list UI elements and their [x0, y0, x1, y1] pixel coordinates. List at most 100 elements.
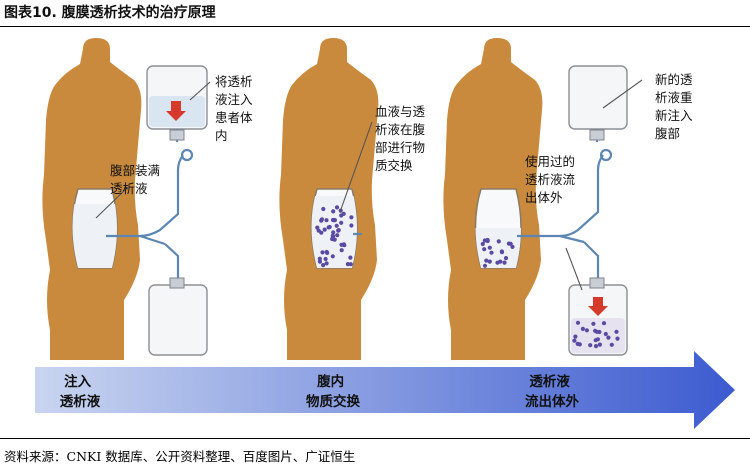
- annotation-text: 使用过的 透析液流 出体外: [525, 154, 579, 205]
- solute-particle: [326, 225, 331, 230]
- solute-particle: [321, 263, 326, 268]
- solute-particle: [502, 260, 507, 265]
- solute-particle: [485, 237, 490, 243]
- solute-particle: [573, 334, 578, 339]
- solute-particle: [339, 248, 344, 253]
- solute-particle: [606, 335, 611, 340]
- stage-label: 腹内 物质交换: [306, 373, 360, 410]
- solute-particle: [349, 215, 354, 220]
- pointer-line: [189, 81, 211, 101]
- solute-particle: [323, 256, 328, 262]
- solute-particle: [324, 261, 329, 266]
- solute-particle: [335, 233, 340, 238]
- solute-particle: [580, 326, 586, 331]
- panel-exchange: 血液与透 析液在腹 部进行物 质交换: [279, 38, 429, 360]
- solute-particle: [510, 244, 515, 249]
- particles: [315, 205, 354, 268]
- panel-outflow: 新的透 析液重 新注入 腹部 使用过的 透析液流 出体外: [443, 38, 697, 360]
- solute-particle: [595, 337, 601, 342]
- solute-particle: [331, 218, 336, 223]
- pointer-line: [95, 186, 129, 219]
- solute-particle: [336, 228, 341, 233]
- bag-clamp: [589, 129, 605, 141]
- solute-particle: [614, 329, 619, 334]
- annotation-text: 新的透 析液重 新注入 腹部: [655, 72, 697, 141]
- solute-particle: [575, 320, 581, 325]
- solute-particle: [591, 321, 596, 326]
- solute-particle: [484, 258, 489, 263]
- drain-bag-empty: [148, 284, 208, 356]
- solute-particle: [341, 211, 346, 216]
- solute-particle: [597, 342, 603, 347]
- figure-title: 图表10. 腹膜透析技术的治疗原理: [4, 5, 216, 21]
- catheter: [517, 154, 604, 284]
- solute-particle: [330, 233, 335, 238]
- solute-particle: [572, 338, 577, 343]
- solute-particle: [584, 328, 590, 333]
- solute-particle: [577, 342, 582, 347]
- solute-particle: [480, 241, 485, 247]
- solute-particle: [330, 254, 335, 259]
- solute-particle: [615, 336, 620, 341]
- bottom-rule: [0, 438, 750, 439]
- annotation-text: 血液与透 析液在腹 部进行物 质交换: [375, 104, 429, 173]
- annotation-text: 腹部装满 透析液: [110, 163, 164, 196]
- solute-particle: [331, 230, 336, 235]
- drain-clamp: [589, 277, 605, 289]
- solute-particle: [503, 256, 509, 261]
- y-connector: [139, 234, 166, 246]
- stage-label: 透析液 流出体外: [525, 373, 579, 410]
- solute-particle: [322, 227, 327, 232]
- particles: [572, 320, 620, 349]
- solute-particle: [588, 343, 593, 348]
- pointer-line: [602, 79, 643, 109]
- stage-label: 注入 透析液: [60, 373, 101, 410]
- solute-particle: [339, 220, 344, 225]
- solute-particle: [349, 223, 354, 228]
- y-connector: [559, 234, 585, 244]
- solute-particle: [334, 223, 339, 228]
- solute-particle: [609, 342, 614, 347]
- tube-loop: [180, 148, 194, 162]
- solute-particle: [331, 209, 336, 214]
- process-arrow: [35, 351, 735, 429]
- panel-inflow: 将透析 液注入 患者体 内 腹部装满 透析液: [42, 38, 257, 360]
- solute-particle: [498, 259, 503, 264]
- solute-particle: [487, 245, 492, 250]
- solute-particle: [496, 239, 501, 244]
- down-arrow-icon: [166, 101, 186, 121]
- solute-particle: [341, 242, 346, 247]
- solute-particle: [593, 344, 599, 349]
- solute-particle: [499, 250, 505, 255]
- pointer-line: [565, 247, 583, 291]
- catheter: [106, 154, 184, 284]
- source-note: 资料来源：CNKI 数据库、公开资料整理、百度图片、广证恒生: [4, 449, 356, 464]
- solute-particle: [482, 247, 487, 252]
- solute-particle: [324, 218, 329, 223]
- solute-particle: [330, 236, 335, 242]
- solute-particle: [334, 205, 340, 210]
- pointer-line: [339, 121, 373, 213]
- solute-particle: [482, 263, 488, 268]
- solute-particle: [324, 249, 329, 255]
- solute-particle: [321, 206, 326, 212]
- tube-loop: [599, 148, 613, 162]
- down-arrow-icon: [588, 297, 608, 316]
- top-rule: [0, 26, 750, 27]
- solute-particle: [489, 250, 494, 255]
- drain-clamp: [169, 277, 185, 289]
- particles: [480, 237, 515, 268]
- solute-particle: [320, 250, 325, 255]
- solute-particle: [487, 259, 492, 264]
- solute-particle: [506, 241, 511, 246]
- solute-particle: [319, 217, 324, 222]
- bag-clamp: [169, 129, 185, 141]
- solute-particle: [317, 259, 322, 264]
- annotation-text: 将透析 液注入 患者体 内: [215, 74, 257, 143]
- solute-particle: [345, 262, 350, 267]
- solute-particle: [597, 329, 602, 335]
- solute-particle: [601, 321, 607, 326]
- solute-particle: [348, 255, 353, 260]
- solute-particle: [593, 328, 598, 333]
